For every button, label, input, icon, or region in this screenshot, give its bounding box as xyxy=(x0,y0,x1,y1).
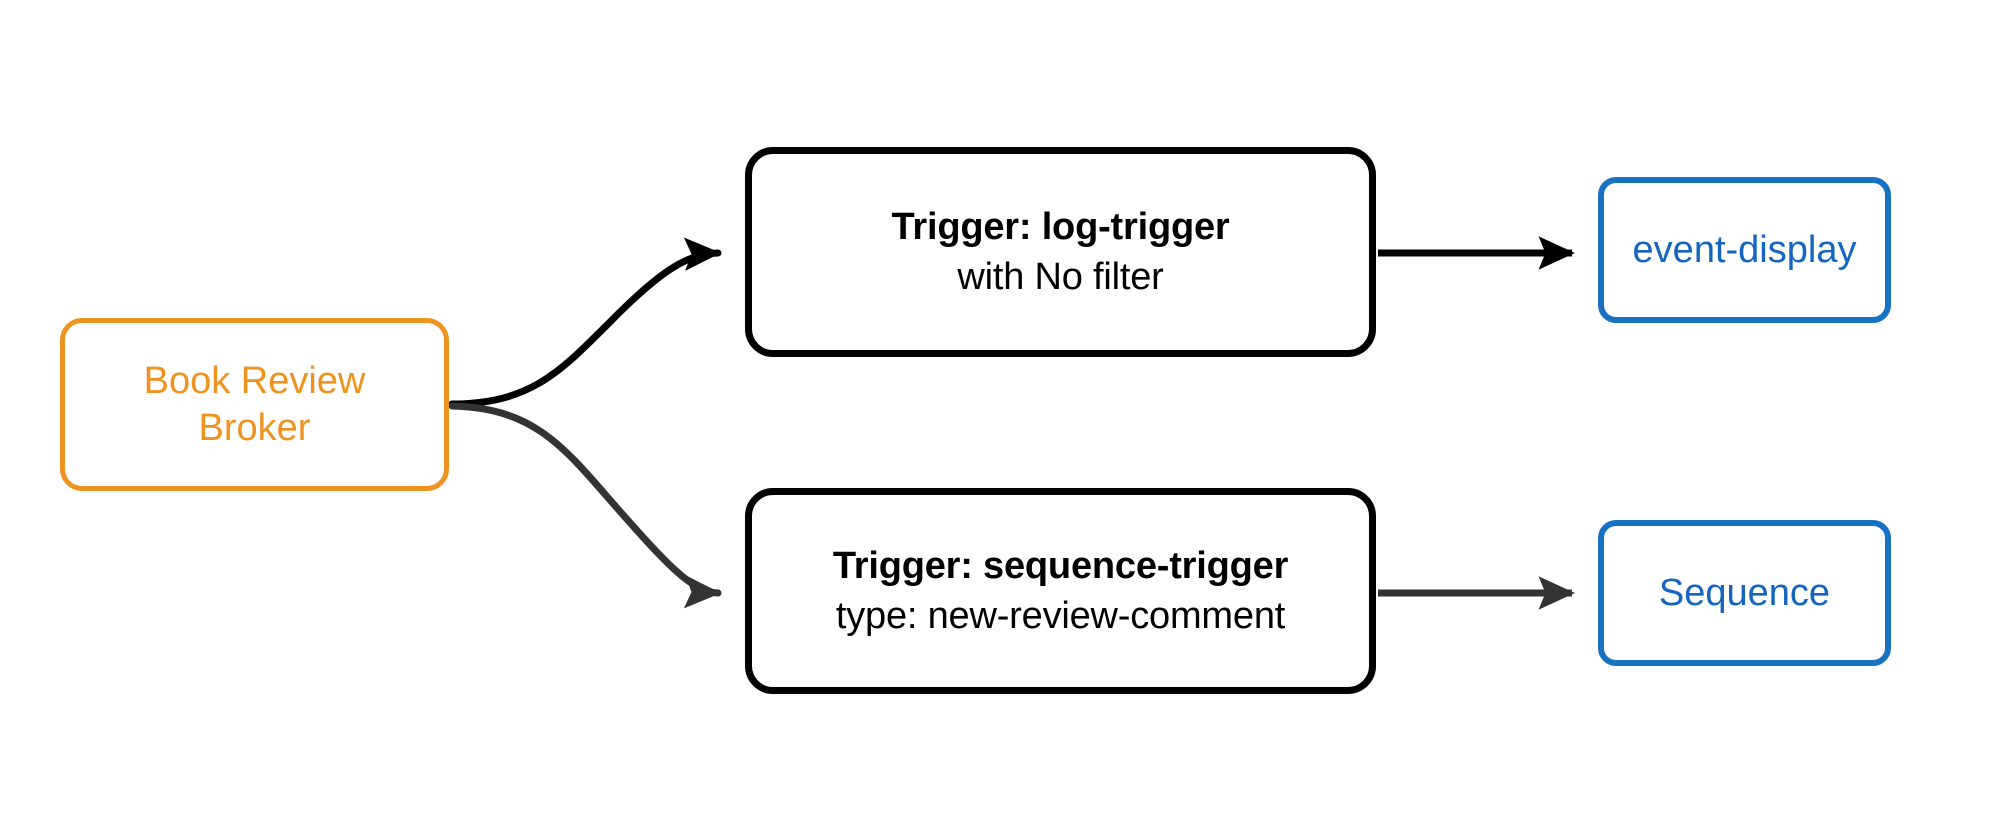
trigger-log-title: Trigger: log-trigger xyxy=(891,205,1230,248)
node-sequence[interactable]: Sequence xyxy=(1598,520,1891,666)
node-trigger-sequence-trigger[interactable]: Trigger: sequence-trigger type: new-revi… xyxy=(745,488,1376,694)
node-book-review-broker[interactable]: Book Review Broker xyxy=(60,318,449,491)
trigger-sequence-title: Trigger: sequence-trigger xyxy=(832,544,1289,587)
node-trigger-log-trigger[interactable]: Trigger: log-trigger with No filter xyxy=(745,147,1376,357)
trigger-log-subtitle: with No filter xyxy=(957,256,1164,298)
sequence-label: Sequence xyxy=(1658,571,1831,614)
edge-broker-to-log-trigger xyxy=(448,237,722,408)
event-display-label: event-display xyxy=(1632,228,1857,271)
broker-label-line-1: Book Review xyxy=(143,360,366,403)
edge-broker-to-sequence-trigger xyxy=(448,402,722,609)
node-event-display[interactable]: event-display xyxy=(1598,177,1891,323)
trigger-sequence-subtitle: type: new-review-comment xyxy=(835,595,1286,637)
broker-label-line-2: Broker xyxy=(198,406,311,449)
